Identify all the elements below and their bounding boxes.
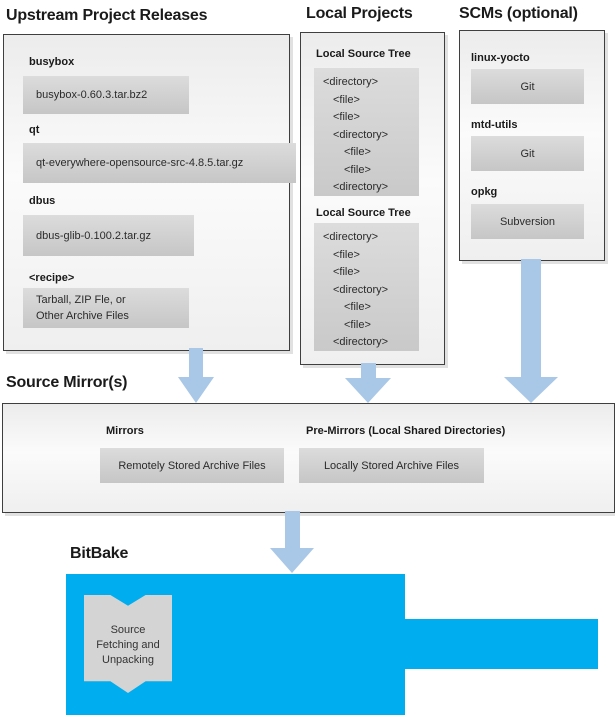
tree-line: <directory> (333, 336, 389, 348)
ribbon-line1: Source (110, 623, 146, 636)
mirrors-label: Mirrors (106, 425, 144, 437)
mtd-utils-label: mtd-utils (471, 119, 518, 131)
opkg-label: opkg (471, 186, 498, 198)
tree-line: <directory> (333, 128, 389, 141)
qt-label: qt (29, 124, 40, 136)
down-arrow-icon (345, 378, 391, 403)
tree-line: <directory> (323, 231, 379, 243)
linux-yocto-label: linux-yocto (471, 52, 530, 64)
ribbon-line2: Fetching and (96, 638, 160, 651)
source-fetching-ribbon: Source Fetching and Unpacking (84, 595, 172, 693)
local-projects-title: Local Projects (306, 5, 413, 22)
ribbon-line3: Unpacking (102, 653, 154, 666)
premirrors-archive-box: Locally Stored Archive Files (299, 448, 484, 483)
recipe-archive-box: Tarball, ZIP Fle, or Other Archive Files (23, 288, 189, 328)
tree-line: <directory> (333, 181, 389, 193)
recipe-archive-line1: Tarball, ZIP Fle, or (36, 294, 126, 306)
down-arrow-icon (504, 377, 558, 403)
premirrors-label: Pre-Mirrors (Local Shared Directories) (306, 425, 506, 437)
bitbake-output-bar (405, 619, 598, 669)
busybox-tarball: busybox-0.60.3.tar.bz2 (23, 76, 189, 114)
down-arrow-icon (285, 511, 300, 549)
down-arrow-icon (178, 377, 214, 403)
tree-line: <file> (344, 163, 371, 176)
linux-yocto-scm: Git (471, 69, 584, 104)
local-source-tree-label-2: Local Source Tree (316, 207, 411, 219)
tree-line: <file> (333, 93, 360, 106)
mirrors-archive-box: Remotely Stored Archive Files (100, 448, 284, 483)
tree-line: <directory> (333, 283, 389, 296)
tree-line: <file> (333, 111, 360, 123)
source-mirrors-box: Mirrors Remotely Stored Archive Files Pr… (2, 403, 615, 513)
down-arrow-icon (521, 259, 541, 378)
recipe-archive-line2: Other Archive Files (36, 310, 129, 322)
recipe-label: <recipe> (29, 272, 75, 284)
upstream-releases-box: busybox busybox-0.60.3.tar.bz2 qt qt-eve… (3, 34, 296, 351)
qt-tarball: qt-everywhere-opensource-src-4.8.5.tar.g… (23, 143, 296, 183)
local-source-tree-label-1: Local Source Tree (316, 48, 411, 60)
tree-line: <file> (344, 301, 371, 313)
tree-line: <directory> (323, 76, 379, 88)
bitbake-title: BitBake (70, 545, 129, 562)
upstream-title: Upstream Project Releases (6, 7, 208, 24)
tree-line: <file> (344, 146, 371, 158)
scms-box: linux-yocto Git mtd-utils Git opkg Subve… (459, 30, 605, 261)
mtd-utils-scm: Git (471, 136, 584, 171)
down-arrow-icon (270, 548, 314, 573)
dbus-tarball: dbus-glib-0.100.2.tar.gz (23, 215, 194, 256)
scms-title: SCMs (optional) (459, 5, 578, 22)
tree-line: <file> (333, 266, 360, 278)
busybox-label: busybox (29, 56, 75, 68)
local-projects-box: Local Source Tree <directory> <file> <fi… (300, 32, 445, 365)
local-source-tree-2: <directory> <file> <file> <directory> <f… (314, 223, 419, 351)
opkg-scm: Subversion (471, 204, 584, 239)
tree-line: <file> (344, 318, 371, 331)
dbus-label: dbus (29, 195, 56, 207)
down-arrow-icon (361, 363, 376, 379)
tree-line: <file> (333, 248, 360, 261)
bitbake-box: Source Fetching and Unpacking (66, 574, 405, 715)
source-mirrors-title: Source Mirror(s) (6, 374, 128, 391)
local-source-tree-1: <directory> <file> <file> <directory> <f… (314, 68, 419, 196)
down-arrow-icon (189, 348, 203, 378)
